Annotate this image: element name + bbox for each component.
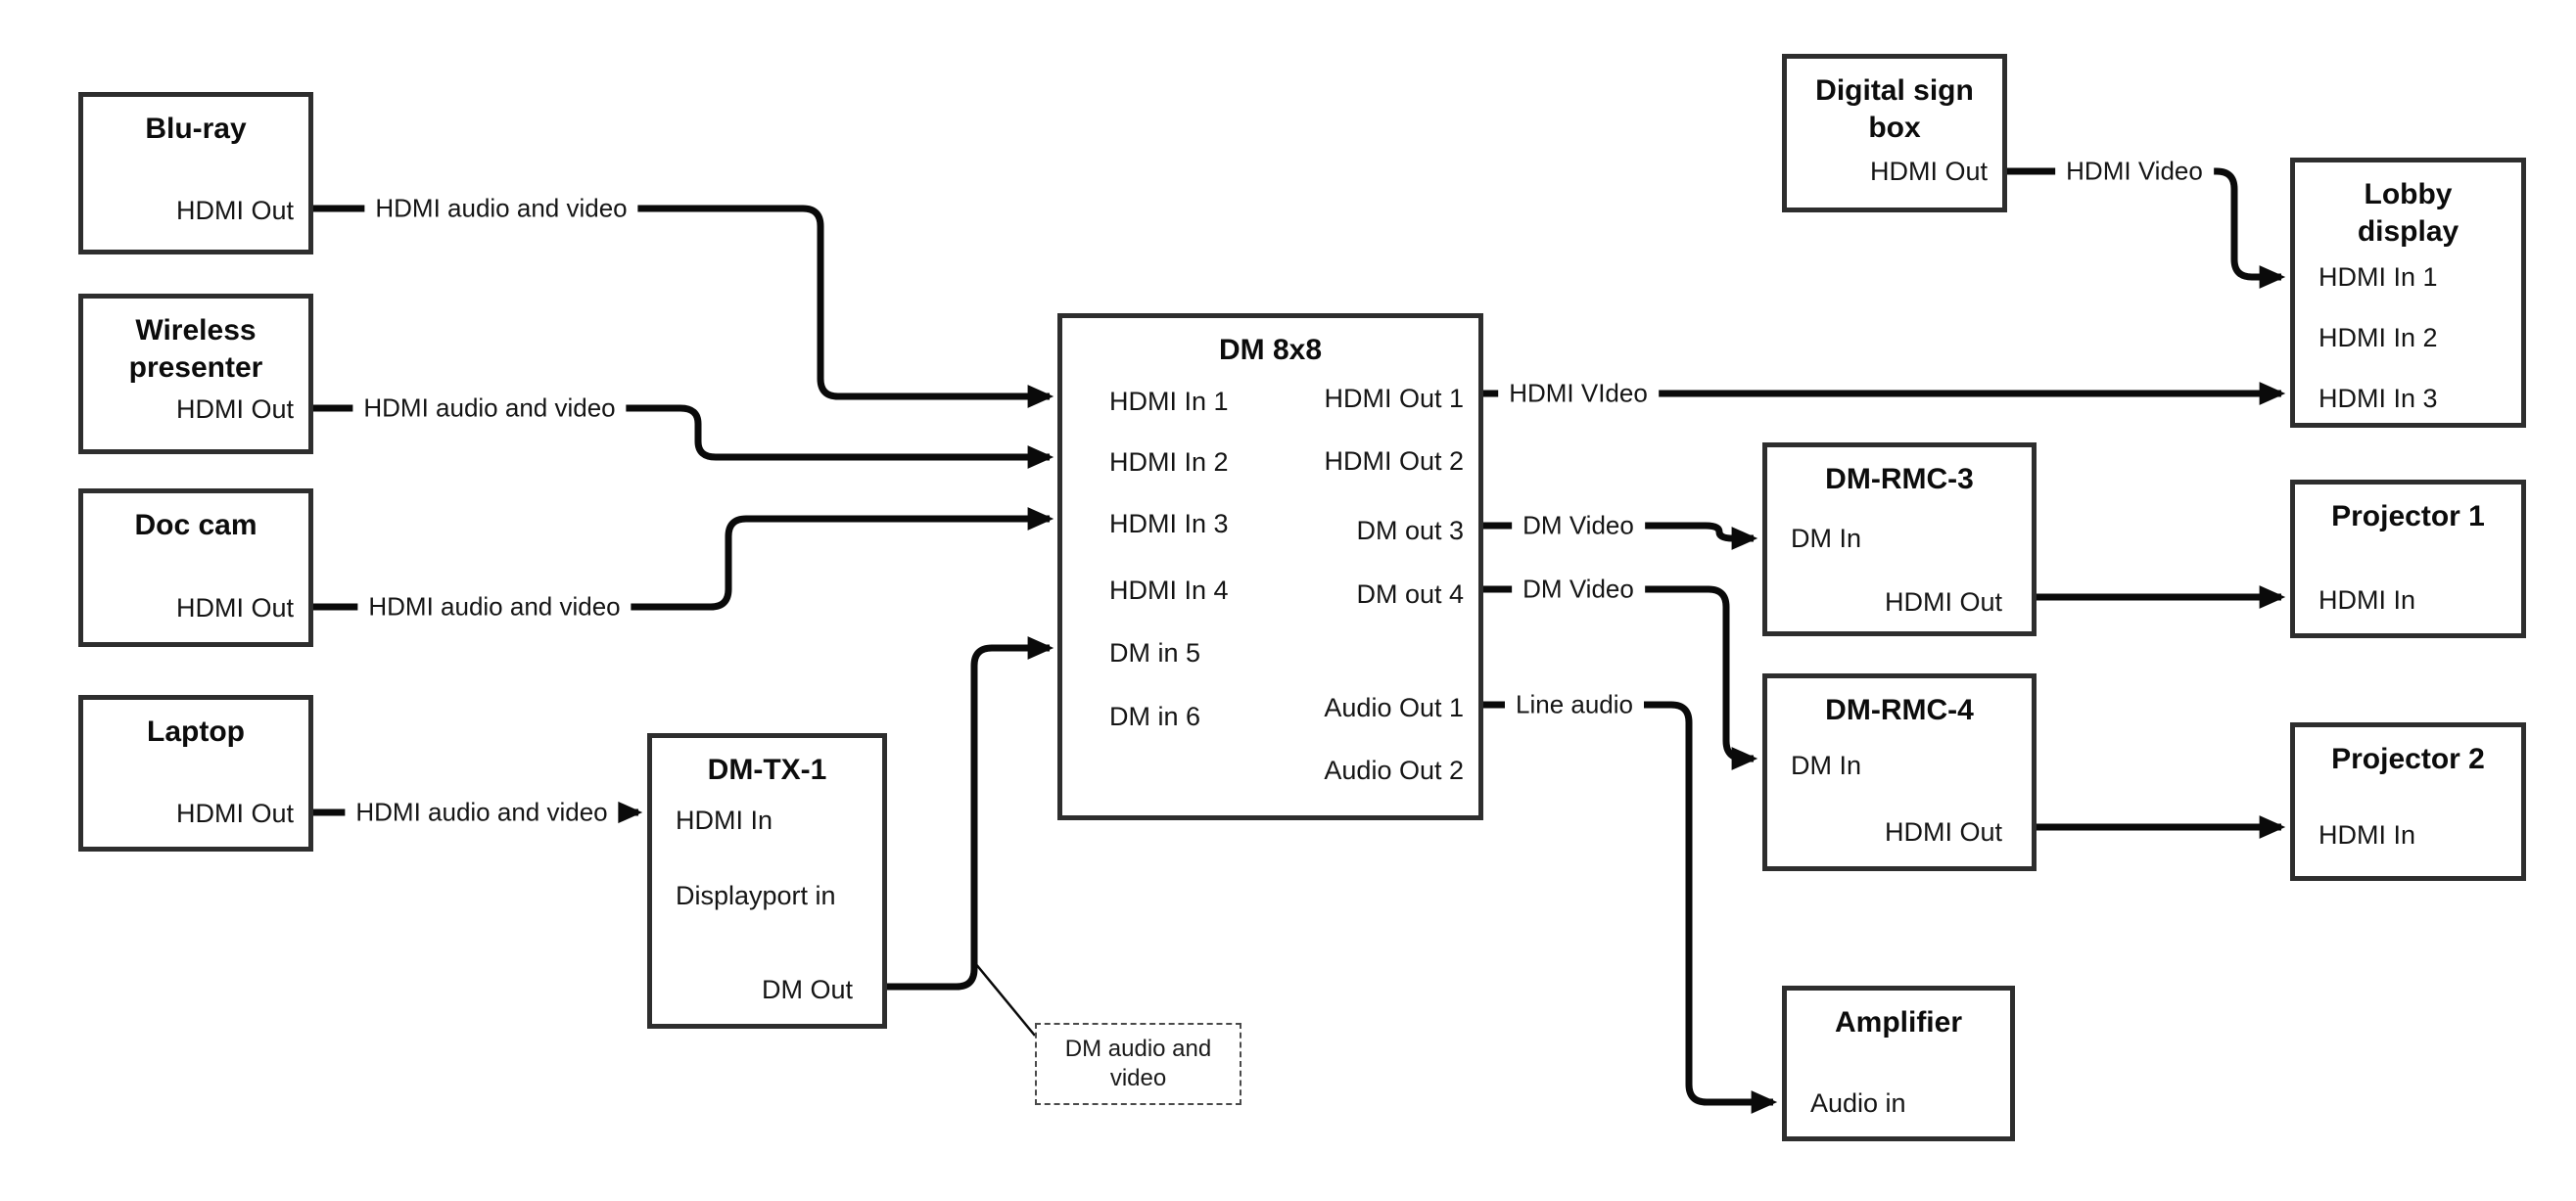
port-hdmi-out: HDMI Out bbox=[1869, 157, 1988, 186]
connector-dm8x8-audioout1-to-amplifier bbox=[1483, 701, 1778, 1114]
connector-dmtx1-to-dm8x8-in5 bbox=[887, 636, 1054, 991]
port-dm-out-4: DM out 4 bbox=[1356, 579, 1464, 609]
port-dm-in-6: DM in 6 bbox=[1109, 702, 1201, 731]
node-title: Lobby display bbox=[2295, 176, 2521, 251]
node-amplifier: Amplifier Audio in bbox=[1782, 986, 2015, 1141]
node-title: Projector 2 bbox=[2331, 743, 2485, 775]
node-title-line: box bbox=[1868, 112, 1921, 144]
node-lobby-display: Lobby display HDMI In 1 HDMI In 2 HDMI I… bbox=[2290, 158, 2526, 428]
node-dm-rmc-3: DM-RMC-3 DM In HDMI Out bbox=[1762, 442, 2037, 636]
connection-label-hdmi-audio-video-3: HDMI audio and video bbox=[357, 588, 632, 625]
node-title-line: presenter bbox=[128, 351, 263, 384]
port-hdmi-out: HDMI Out bbox=[1884, 587, 2002, 617]
connection-label-hdmi-audio-video-4: HDMI audio and video bbox=[345, 794, 619, 831]
port-hdmi-in-1: HDMI In 1 bbox=[2318, 262, 2438, 292]
port-audio-out-2: Audio Out 2 bbox=[1324, 756, 1464, 785]
port-dm-in-5: DM in 5 bbox=[1109, 638, 1201, 668]
node-dm-rmc-4: DM-RMC-4 DM In HDMI Out bbox=[1762, 673, 2037, 871]
node-title: Laptop bbox=[147, 716, 245, 748]
connection-label-hdmi-video-out1: HDMI VIdeo bbox=[1498, 375, 1659, 412]
node-title: Blu-ray bbox=[145, 113, 247, 145]
port-hdmi-out: HDMI Out bbox=[175, 394, 294, 424]
port-audio-in: Audio in bbox=[1810, 1088, 1906, 1118]
port-hdmi-in-2: HDMI In 2 bbox=[1109, 447, 1229, 477]
connection-label-line-audio: Line audio bbox=[1505, 686, 1644, 723]
node-title-line: Digital sign bbox=[1815, 74, 1974, 107]
port-hdmi-in: HDMI In bbox=[2318, 585, 2416, 615]
node-title: Projector 1 bbox=[2331, 500, 2485, 532]
connection-label-dm-video-1: DM Video bbox=[1512, 507, 1645, 544]
port-hdmi-in-3: HDMI In 3 bbox=[2318, 384, 2438, 413]
note-line: video bbox=[1109, 1065, 1167, 1091]
port-hdmi-in-4: HDMI In 4 bbox=[1109, 576, 1229, 605]
port-dm-out: DM Out bbox=[761, 975, 853, 1004]
connection-label-dm-video-2: DM Video bbox=[1512, 571, 1645, 608]
node-dm-8x8: DM 8x8 HDMI In 1 HDMI In 2 HDMI In 3 HDM… bbox=[1057, 313, 1483, 820]
port-hdmi-in-1: HDMI In 1 bbox=[1109, 387, 1229, 416]
node-bluray: Blu-ray HDMI Out bbox=[78, 92, 313, 254]
node-title: DM-TX-1 bbox=[707, 754, 827, 786]
port-dm-out-3: DM out 3 bbox=[1356, 516, 1464, 545]
port-hdmi-out-1: HDMI Out 1 bbox=[1324, 384, 1464, 413]
node-wireless-presenter: Wireless presenter HDMI Out bbox=[78, 294, 313, 454]
port-hdmi-in-3: HDMI In 3 bbox=[1109, 509, 1229, 538]
port-dm-in: DM In bbox=[1791, 524, 1862, 553]
node-title: Amplifier bbox=[1834, 1006, 1963, 1039]
port-hdmi-out: HDMI Out bbox=[175, 196, 294, 225]
port-hdmi-out-2: HDMI Out 2 bbox=[1324, 446, 1464, 476]
connection-label-hdmi-video-signage: HDMI Video bbox=[2055, 153, 2214, 190]
node-digital-sign-box: Digital sign box HDMI Out bbox=[1782, 54, 2007, 212]
port-hdmi-in: HDMI In bbox=[2318, 820, 2416, 850]
note-dm-audio-and-video: DM audio and video bbox=[1035, 1023, 1241, 1105]
node-title-line: display bbox=[2357, 215, 2459, 248]
port-dm-in: DM In bbox=[1791, 751, 1862, 780]
port-hdmi-in: HDMI In bbox=[676, 806, 773, 835]
node-title-line: Wireless bbox=[135, 314, 257, 346]
port-hdmi-out: HDMI Out bbox=[175, 799, 294, 828]
connector-bluray-to-dm8x8-in1 bbox=[313, 205, 1054, 408]
node-title: DM-RMC-3 bbox=[1825, 463, 1974, 495]
node-projector-1: Projector 1 HDMI In bbox=[2290, 480, 2526, 638]
node-title: Doc cam bbox=[134, 509, 258, 541]
port-audio-out-1: Audio Out 1 bbox=[1324, 693, 1464, 722]
port-hdmi-in-2: HDMI In 2 bbox=[2318, 323, 2438, 352]
node-laptop: Laptop HDMI Out bbox=[78, 695, 313, 852]
connector-dm8x8-out4-to-dmrmc4 bbox=[1483, 585, 1758, 770]
node-projector-2: Projector 2 HDMI In bbox=[2290, 722, 2526, 881]
node-title: Digital sign box bbox=[1787, 72, 2002, 147]
node-title: Wireless presenter bbox=[83, 312, 308, 387]
connection-label-hdmi-audio-video-2: HDMI audio and video bbox=[352, 390, 627, 427]
port-hdmi-out: HDMI Out bbox=[1884, 817, 2002, 847]
port-displayport-in: Displayport in bbox=[676, 881, 836, 910]
note-line: DM audio and bbox=[1064, 1036, 1212, 1062]
node-title: DM 8x8 bbox=[1218, 334, 1323, 366]
connection-label-hdmi-audio-video-1: HDMI audio and video bbox=[364, 190, 638, 227]
node-doc-cam: Doc cam HDMI Out bbox=[78, 488, 313, 647]
node-title-line: Lobby bbox=[2364, 178, 2453, 210]
node-dm-tx-1: DM-TX-1 HDMI In Displayport in DM Out bbox=[647, 733, 887, 1029]
node-title: DM-RMC-4 bbox=[1825, 694, 1974, 726]
port-hdmi-out: HDMI Out bbox=[175, 593, 294, 623]
note-leader-line bbox=[974, 962, 1036, 1037]
